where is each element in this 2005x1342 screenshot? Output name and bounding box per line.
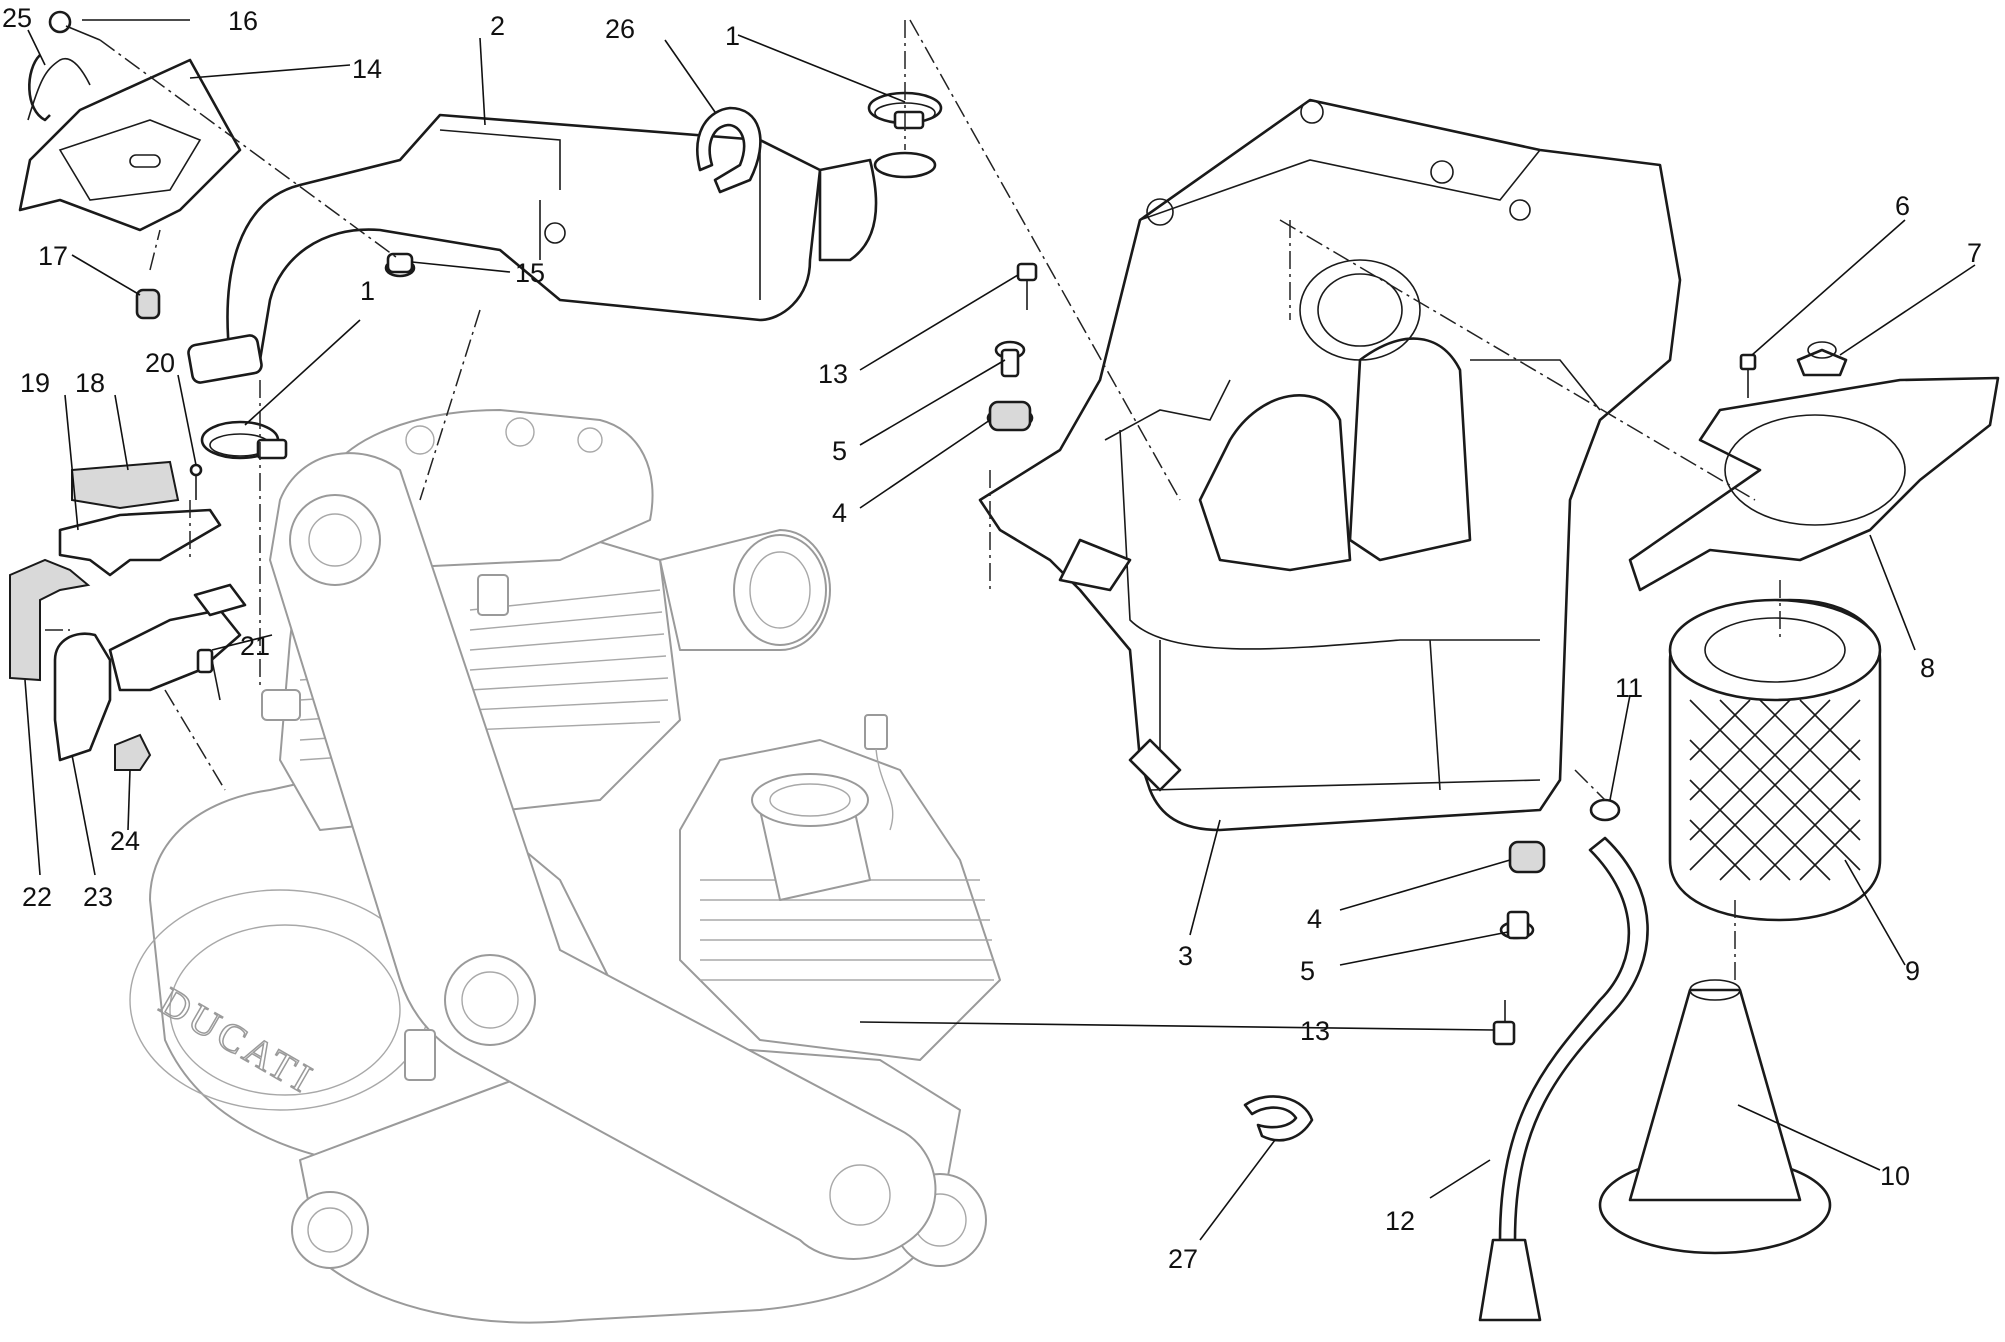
assembly-lines bbox=[45, 19, 1781, 980]
callout-13-lower: 13 bbox=[1300, 1016, 1330, 1046]
callout-5-upper: 5 bbox=[832, 436, 847, 466]
leader-lines bbox=[24, 19, 1976, 1241]
engine-ghost: DUCATI bbox=[129, 409, 1001, 1324]
spacer-15 bbox=[384, 252, 416, 278]
callout-5-lower: 5 bbox=[1300, 956, 1315, 986]
cover-plate-18 bbox=[71, 460, 180, 510]
damper-24 bbox=[114, 733, 152, 771]
bracket-23 bbox=[53, 632, 112, 762]
callout-23: 23 bbox=[83, 882, 113, 912]
bracket-19 bbox=[58, 508, 222, 577]
callout-4-upper: 4 bbox=[832, 498, 847, 528]
callout-26: 26 bbox=[605, 14, 635, 44]
callout-7: 7 bbox=[1967, 238, 1982, 268]
spring-clip-27 bbox=[1243, 1095, 1314, 1142]
air-filter-9 bbox=[1668, 598, 1882, 922]
drain-hose-plug bbox=[1478, 1238, 1542, 1322]
callout-2: 2 bbox=[490, 11, 505, 41]
callout-9: 9 bbox=[1905, 956, 1920, 986]
callout-3: 3 bbox=[1178, 941, 1193, 971]
airbox-housing bbox=[978, 98, 1682, 832]
callout-13-upper: 13 bbox=[818, 359, 848, 389]
breather-hose bbox=[187, 113, 937, 384]
callout-24: 24 bbox=[110, 826, 140, 856]
filter-cover-ring bbox=[1724, 414, 1906, 526]
spring-wire-25 bbox=[27, 58, 91, 121]
mount-hardware-upper bbox=[986, 262, 1038, 432]
callout-15: 15 bbox=[515, 258, 545, 288]
screw-6 bbox=[1739, 353, 1757, 398]
screw-16 bbox=[48, 10, 101, 41]
grommet-17 bbox=[135, 288, 161, 320]
callout-11: 11 bbox=[1615, 673, 1643, 703]
callout-8: 8 bbox=[1920, 653, 1935, 683]
callout-labels: 1 1 2 3 4 4 5 5 6 7 8 9 10 11 12 13 13 1… bbox=[2, 3, 1982, 1274]
side-cover-22 bbox=[9, 558, 91, 682]
callout-1-top: 1 bbox=[725, 21, 740, 51]
callout-19: 19 bbox=[20, 368, 50, 398]
callout-12: 12 bbox=[1385, 1206, 1415, 1236]
callout-10: 10 bbox=[1880, 1161, 1910, 1191]
callout-27: 27 bbox=[1168, 1244, 1198, 1274]
clamp-assembly-21 bbox=[108, 583, 247, 701]
hose-clamp-left bbox=[200, 420, 288, 460]
callout-6: 6 bbox=[1895, 191, 1910, 221]
callout-16: 16 bbox=[228, 6, 258, 36]
callout-17: 17 bbox=[38, 241, 68, 271]
callout-18: 18 bbox=[75, 368, 105, 398]
intake-funnel-10 bbox=[1598, 979, 1832, 1255]
callout-22: 22 bbox=[22, 882, 52, 912]
callout-25: 25 bbox=[2, 3, 32, 33]
filter-cover-8 bbox=[1628, 376, 2000, 592]
callout-1-left: 1 bbox=[360, 276, 375, 306]
screw-20 bbox=[189, 463, 203, 500]
spring-clip-26 bbox=[696, 106, 762, 194]
bracket-14 bbox=[18, 54, 242, 232]
callout-21: 21 bbox=[240, 631, 270, 661]
callout-14: 14 bbox=[352, 54, 382, 84]
hose-clip-11 bbox=[1589, 798, 1621, 822]
callout-20: 20 bbox=[145, 348, 175, 378]
wing-nut-7 bbox=[1796, 341, 1848, 377]
callout-4-lower: 4 bbox=[1307, 904, 1322, 934]
mount-hardware-lower bbox=[1492, 840, 1546, 1046]
